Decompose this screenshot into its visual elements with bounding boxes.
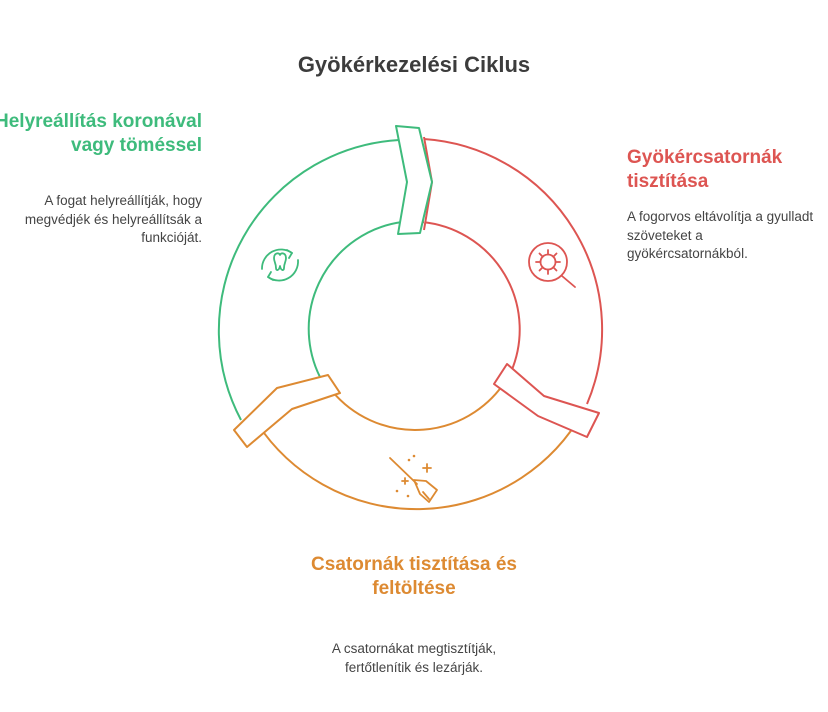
segment-canal-filling — [256, 376, 584, 511]
virus-magnifier-icon — [528, 242, 576, 288]
arrow-orange — [233, 374, 341, 448]
broom-sparkle-icon — [389, 454, 438, 503]
step-description-root-canal: A fogorvos eltávolítja a gyulladt szövet… — [627, 209, 814, 261]
arrow-green — [395, 125, 433, 235]
tooth-cycle-icon — [261, 248, 299, 282]
arrow-red-lower — [493, 363, 600, 438]
step-heading-restoration: Helyreállítás koronával vagy töméssel — [0, 111, 202, 156]
diagram-title: Gyökérkezelési Ciklus — [297, 52, 531, 77]
segment-root-canal — [421, 138, 604, 405]
step-heading-root-canal: Gyökércsatornák tisztítása — [627, 147, 783, 192]
segment-restoration — [217, 139, 403, 421]
step-description-restoration: A fogat helyreállítják, hogy megvédjék é… — [24, 193, 202, 245]
step-description-canal-filling: A csatornákat megtisztítják, fertőtlenít… — [331, 641, 497, 675]
step-heading-canal-filling: Csatornák tisztítása és feltöltése — [311, 554, 517, 599]
